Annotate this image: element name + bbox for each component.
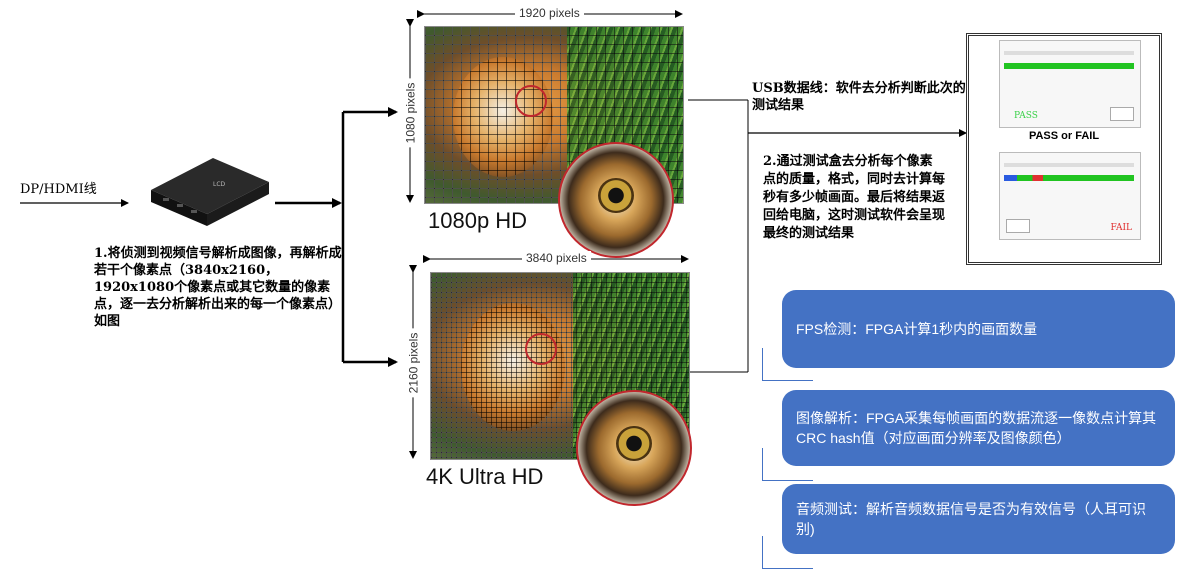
- pass-screen: PASS: [999, 40, 1141, 128]
- test-box-device: LCD: [151, 158, 269, 226]
- height-2160-label: 2160 pixels: [406, 328, 421, 398]
- feature-image-analysis-box: 图像解析：FPGA采集每帧画面的数据流逐一像数点计算其CRC hash值（对应画…: [782, 390, 1175, 466]
- fail-screen: FAIL: [999, 152, 1141, 240]
- width-1920-label: 1920 pixels: [515, 6, 584, 20]
- fail-result-label: FAIL: [1110, 223, 1133, 233]
- pass-result-label: PASS: [1014, 111, 1038, 121]
- height-1080-label: 1080 pixels: [403, 78, 418, 148]
- feature-audio-box: 音频测试：解析音频数据信号是否为有效信号（人耳可识别): [782, 484, 1175, 554]
- usb-description: USB数据线：软件去分析判断此次的测试结果: [752, 81, 966, 113]
- input-cable-label: DP/HDMI线: [20, 182, 97, 197]
- test-software-screenshots: PASS PASS or FAIL FAIL: [966, 33, 1162, 265]
- pass-or-fail-caption: PASS or FAIL: [1028, 130, 1100, 142]
- step2-description: 2.通过测试盒去分析每个像素点的质量，格式，同时去计算每秒有多少帧画面。最后将结…: [763, 154, 946, 241]
- feature-image-analysis-text: 图像解析：FPGA采集每帧画面的数据流逐一像数点计算其CRC hash值（对应画…: [796, 410, 1157, 446]
- feature-fps-box: FPS检测：FPGA计算1秒内的画面数量: [782, 290, 1175, 368]
- feature-audio-text: 音频测试：解析音频数据信号是否为有效信号（人耳可识别): [796, 501, 1146, 537]
- eye-highlight-1080p: [515, 85, 547, 117]
- feature-fps-text: FPS检测：FPGA计算1秒内的画面数量: [796, 321, 1038, 337]
- title-1080p: 1080p HD: [428, 208, 528, 233]
- zoom-circle-4k: [576, 390, 692, 506]
- svg-text:LCD: LCD: [213, 181, 226, 188]
- width-3840-label: 3840 pixels: [522, 251, 591, 265]
- zoom-circle-1080p: [558, 142, 674, 258]
- eye-highlight-4k: [525, 333, 557, 365]
- step1-description: 1.将侦测到视频信号解析成图像，再解析成若干个像素点（3840x2160，192…: [94, 246, 342, 329]
- title-4k: 4K Ultra HD: [426, 464, 544, 489]
